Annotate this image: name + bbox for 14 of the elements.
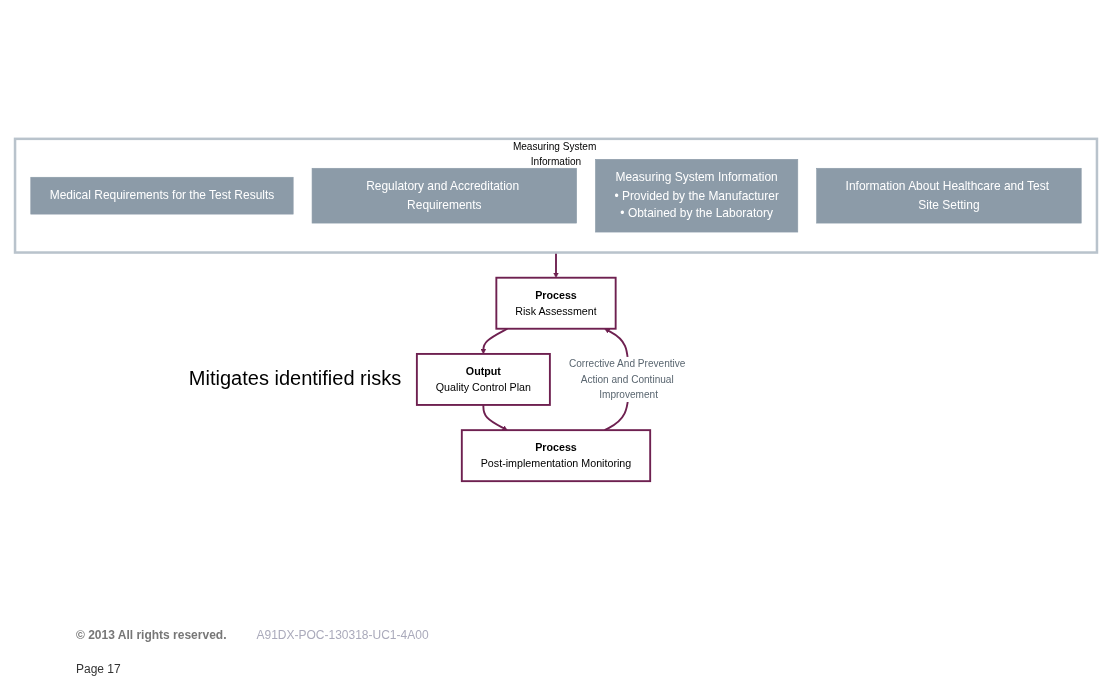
arrow — [482, 404, 508, 431]
copyright-note: © 2013 All rights reserved. — [76, 628, 227, 642]
node-box: Process Post-implementation Monitoring — [460, 429, 652, 483]
node-box: Process Risk Assessment — [495, 276, 617, 330]
arrow — [480, 327, 509, 355]
node-box: Medical Requirements for the Test Results — [30, 176, 294, 215]
edge-label: Corrective And Preventive Action and Continual Improvement — [568, 358, 686, 400]
note-text: Mitigates identified risks — [188, 367, 402, 391]
node-box: Output Quality Control Plan — [415, 353, 551, 406]
page-number: Page 17 — [76, 662, 121, 676]
node-box: Regulatory and Accreditation Requirements — [311, 167, 577, 224]
node-box: Information About Healthcare and Test Site Setting — [816, 167, 1082, 224]
node-box: Measuring System Information • Provided by the Manufacturer • Obtained by the Laboratory — [595, 159, 799, 233]
document-code: A91DX-POC-130318-UC1-4A00 — [256, 628, 429, 642]
